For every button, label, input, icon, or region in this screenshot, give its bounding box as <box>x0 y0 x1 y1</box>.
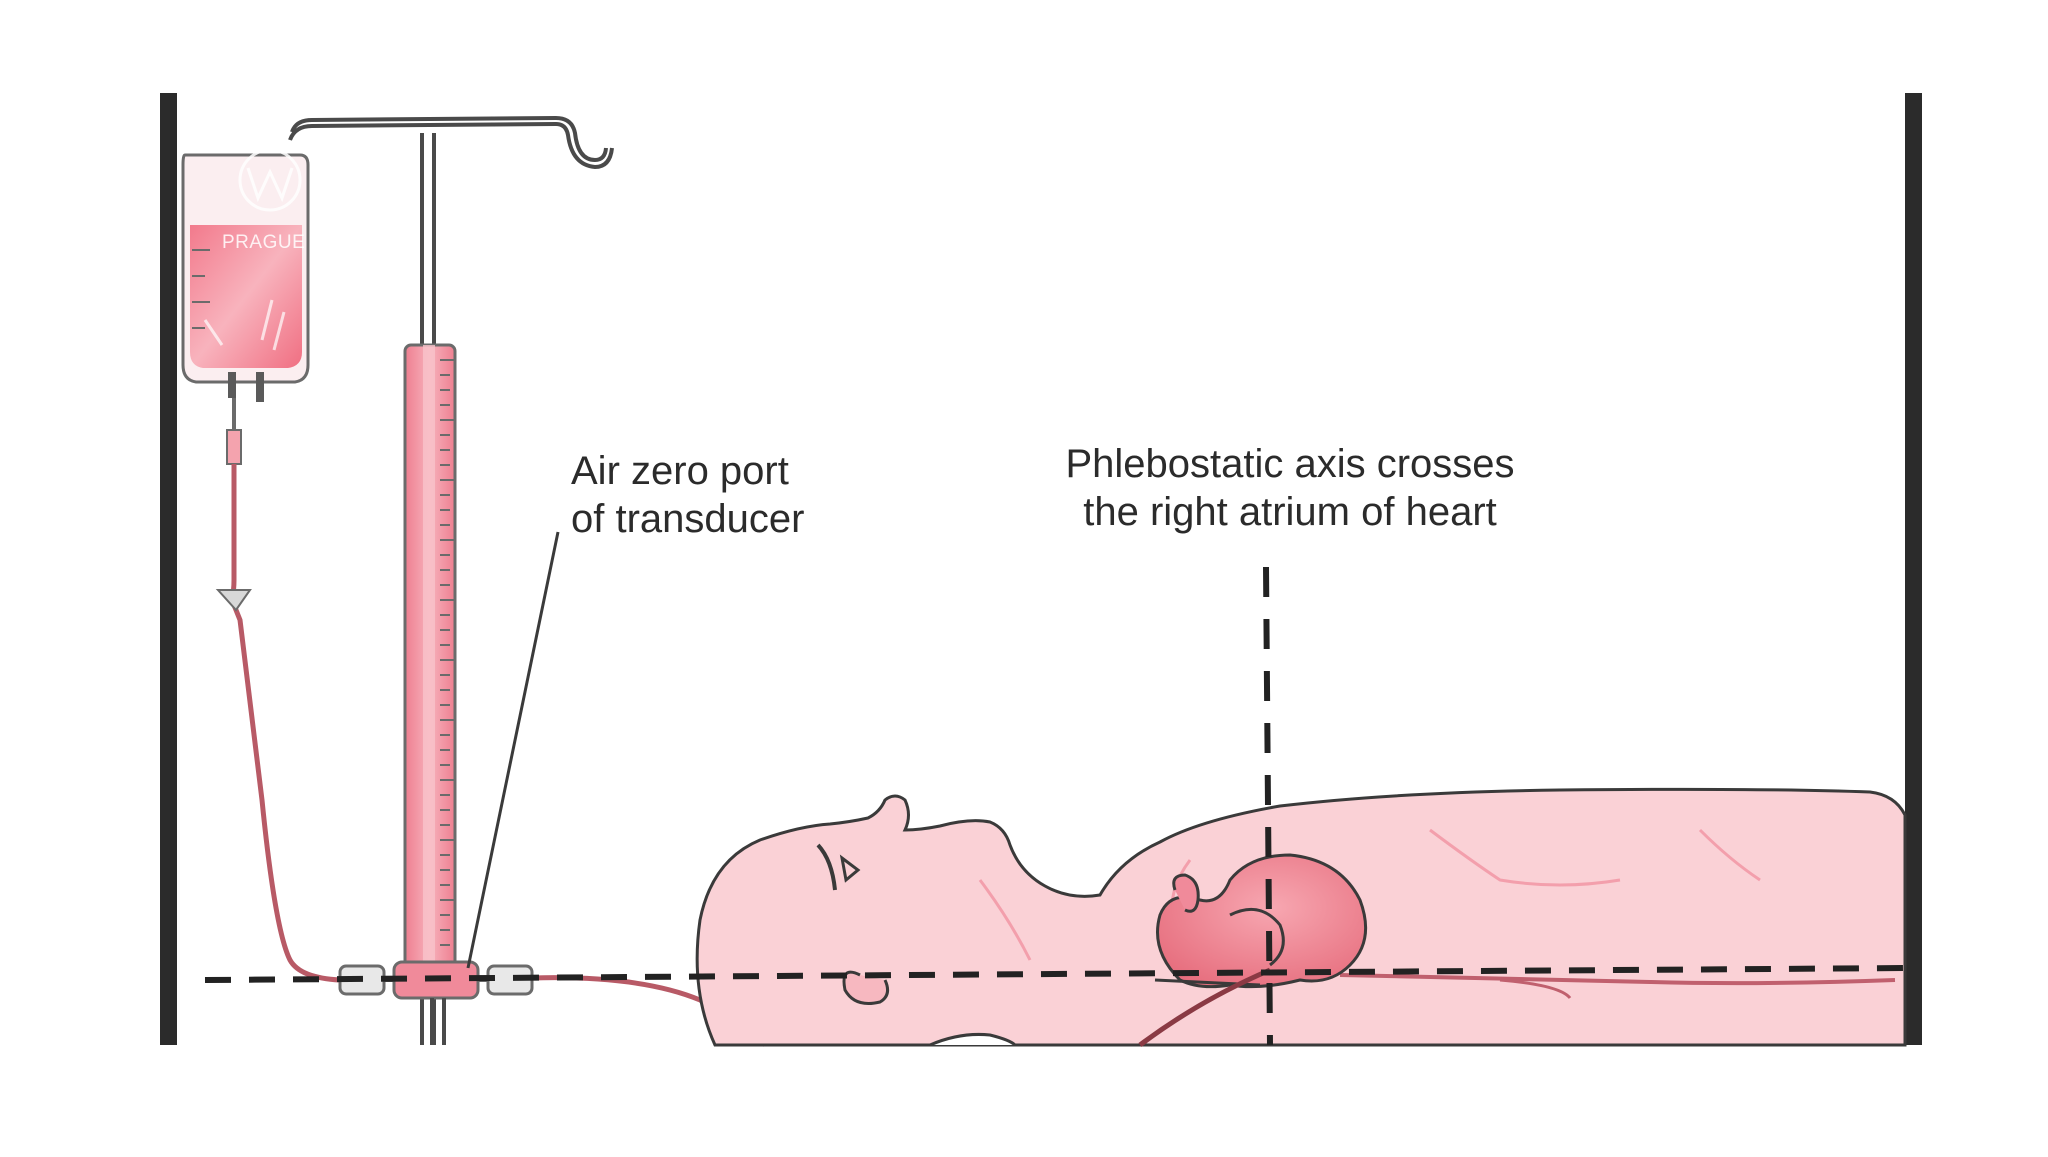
watermark-logo-icon <box>238 148 302 212</box>
air-zero-port-label-line-1: Air zero port <box>571 449 789 493</box>
manometer-column <box>403 343 457 972</box>
frame-left-bar <box>160 93 177 1045</box>
air-zero-port-label-line-2: of transducer <box>571 497 805 541</box>
heart <box>1154 853 1368 989</box>
phlebostatic-axis-label: Phlebostatic axis crosses the right atri… <box>990 440 1590 536</box>
phlebostatic-axis-label-line-1: Phlebostatic axis crosses <box>1065 442 1515 486</box>
phlebostatic-axis-label-line-2: the right atrium of heart <box>1083 490 1497 534</box>
horizontal-phlebostatic-line <box>204 965 1906 983</box>
frame-right-bar <box>1905 93 1922 1045</box>
drip-tubing <box>215 398 341 983</box>
air-zero-port-leader <box>466 531 560 969</box>
vertical-phlebostatic-line <box>1263 566 1273 1046</box>
air-zero-port-label: Air zero port of transducer <box>571 447 804 543</box>
iv-bag <box>181 153 310 402</box>
watermark-text: PRAGUE <box>222 232 306 253</box>
catheter <box>1138 967 1271 1048</box>
